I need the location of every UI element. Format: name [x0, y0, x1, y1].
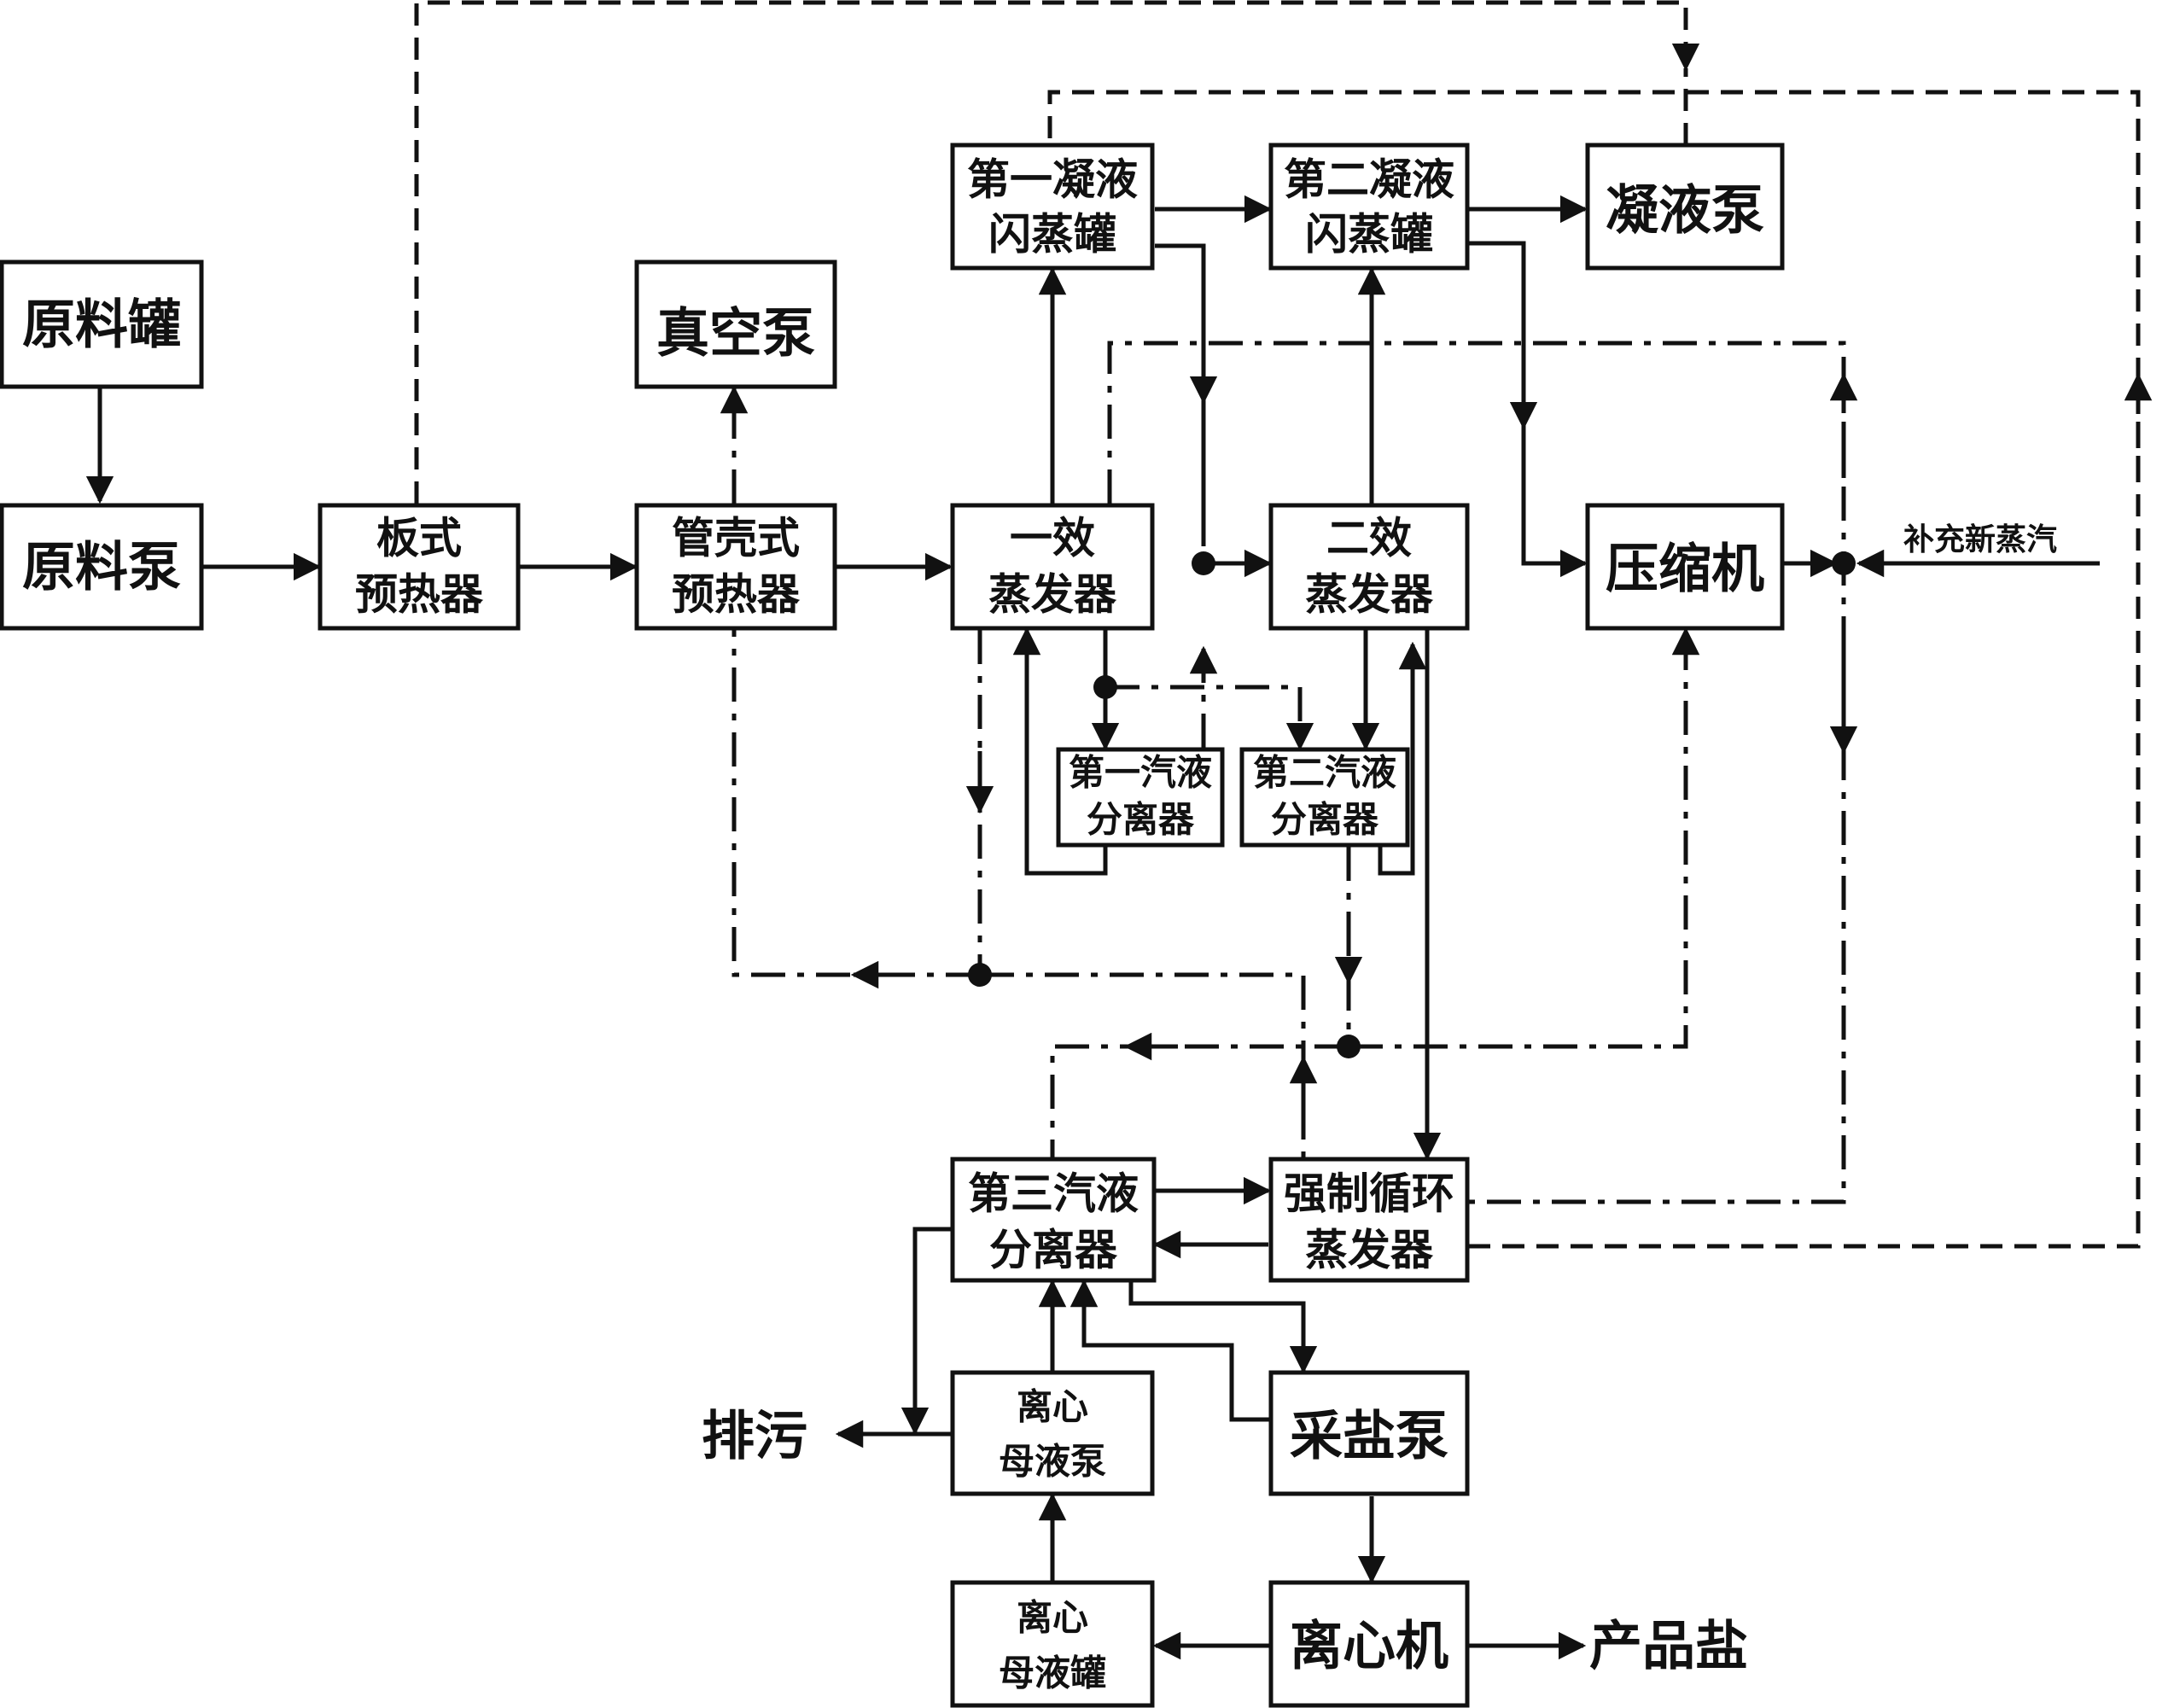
- flow-second-separator-return: [1378, 641, 1427, 876]
- node-second-flash-label-1: 第二凝液: [1284, 154, 1454, 205]
- node-first-condensate-flash: 第一凝液 闪蒸罐: [950, 143, 1155, 271]
- junction-dot: [1093, 675, 1117, 699]
- node-forced-evaporator-label-2: 蒸发器: [1305, 1225, 1434, 1275]
- node-third-separator: 第三汽液 分离器: [950, 1157, 1157, 1283]
- node-compressor: 压缩机: [1585, 503, 1785, 631]
- node-second-effect-label-1: 二效: [1326, 513, 1412, 563]
- node-second-effect-evaporator: 二效 蒸发器: [1268, 503, 1470, 631]
- label-product-salt: 产品盐: [1589, 1615, 1748, 1677]
- node-second-separator: 第二汽液 分离器: [1239, 747, 1410, 848]
- junction-dot: [968, 963, 992, 987]
- flow-third-separator-to-salt-pump: [1128, 1280, 1318, 1374]
- node-compressor-label: 压缩机: [1606, 538, 1764, 600]
- node-raw-tank: 原料罐: [0, 259, 204, 389]
- junction-dot: [1337, 1035, 1361, 1058]
- node-first-flash-label-1: 第一凝液: [967, 154, 1138, 205]
- node-salt-pump-label: 采盐泵: [1290, 1405, 1448, 1467]
- node-condensate-pump: 凝液泵: [1585, 143, 1785, 271]
- node-first-separator-label-1: 第一汽液: [1069, 752, 1212, 794]
- node-second-flash-label-2: 闪蒸罐: [1305, 209, 1433, 259]
- condensate-plate-preheater-to-top: [414, 0, 1700, 504]
- condensate-forced-evaporator-loop: [1047, 90, 2141, 1249]
- connectors: [85, 0, 2153, 1660]
- vapor-forced-evaporator-up: [980, 972, 1306, 1157]
- node-mother-liquor-pump: 离心 母液泵: [950, 1370, 1155, 1496]
- node-first-effect-label-2: 蒸发器: [988, 569, 1117, 620]
- flow-third-separator-to-blowdown: [900, 1227, 952, 1436]
- junction-dot: [1832, 551, 1856, 575]
- vapor-separator-crossover: [1105, 685, 1314, 751]
- vapor-to-shell-preheater: [731, 630, 980, 977]
- node-vacuum-pump-label: 真空泵: [656, 302, 815, 364]
- vapor-top-loop: [1107, 341, 1846, 1204]
- vapor-to-third-separator: [1050, 1044, 1349, 1157]
- flow-second-flash-to-compressor: [1468, 241, 1588, 578]
- node-first-effect-label-1: 一效: [1010, 513, 1095, 563]
- label-fresh-steam: 补充新蒸汽: [1903, 522, 2057, 557]
- node-centrifuge-label: 离心机: [1290, 1615, 1448, 1677]
- node-second-condensate-flash: 第二凝液 闪蒸罐: [1268, 143, 1470, 271]
- node-centrifuge: 离心机: [1268, 1580, 1470, 1708]
- node-mother-pump-label-2: 母液泵: [999, 1441, 1106, 1483]
- flow-first-flash-down: [1155, 243, 1206, 546]
- node-plate-preheater-label-2: 预热器: [355, 569, 484, 620]
- node-third-separator-label-1: 第三汽液: [968, 1169, 1139, 1219]
- node-second-separator-label-2: 分离器: [1271, 799, 1379, 841]
- node-mother-liquor-tank: 离心 母液罐: [950, 1580, 1155, 1708]
- node-first-separator: 第一汽液 分离器: [1056, 747, 1225, 848]
- node-condensate-pump-label: 凝液泵: [1606, 179, 1764, 242]
- node-plate-preheater: 板式 预热器: [318, 503, 521, 631]
- flow-first-separator-return: [1012, 627, 1108, 876]
- node-mother-tank-label-1: 离心: [1017, 1597, 1088, 1639]
- node-raw-pump: 原料泵: [0, 503, 204, 631]
- node-third-separator-label-2: 分离器: [989, 1225, 1118, 1275]
- node-raw-pump-label: 原料泵: [22, 536, 181, 598]
- node-first-separator-label-2: 分离器: [1087, 799, 1195, 841]
- node-raw-tank-label: 原料罐: [22, 294, 181, 356]
- node-forced-evaporator-label-1: 强制循环: [1284, 1169, 1454, 1219]
- vapor-to-compressor: [1349, 627, 1700, 1049]
- node-mother-pump-label-1: 离心: [1017, 1386, 1088, 1428]
- node-shell-preheater-label-2: 预热器: [672, 569, 801, 620]
- node-second-effect-label-2: 蒸发器: [1305, 569, 1434, 620]
- label-blowdown: 排污: [702, 1405, 807, 1467]
- node-first-effect-evaporator: 一效 蒸发器: [950, 503, 1155, 631]
- node-shell-preheater-label-1: 管壳式: [672, 513, 800, 563]
- node-first-flash-label-2: 闪蒸罐: [988, 209, 1116, 259]
- node-second-separator-label-1: 第二汽液: [1253, 752, 1396, 794]
- node-shell-preheater: 管壳式 预热器: [634, 503, 837, 631]
- node-mother-tank-label-2: 母液罐: [999, 1653, 1106, 1694]
- node-forced-circulation-evaporator: 强制循环 蒸发器: [1268, 1157, 1470, 1283]
- node-vacuum-pump: 真空泵: [634, 259, 837, 389]
- junction-dot: [1192, 551, 1215, 575]
- flow-salt-pump-return: [1070, 1279, 1269, 1422]
- node-plate-preheater-label-1: 板式: [376, 513, 462, 563]
- node-salt-pump: 采盐泵: [1268, 1370, 1470, 1496]
